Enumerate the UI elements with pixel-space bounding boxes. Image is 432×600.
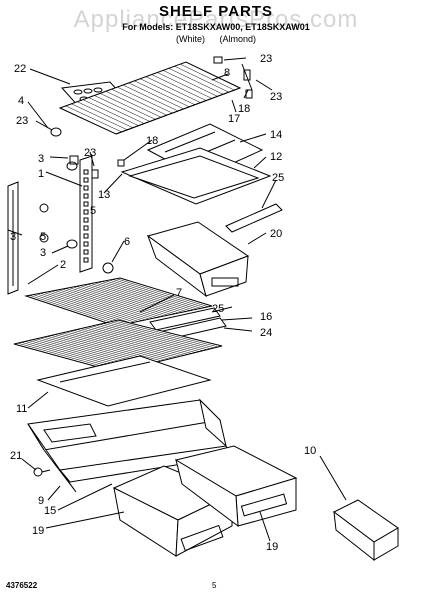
callout-23: 23 [260,53,272,65]
crisper-cover-part [36,355,212,407]
lower-wire-shelf-part [24,277,213,327]
callout-5: 5 [40,231,46,243]
leader-lines [7,57,347,542]
callout-14: 14 [270,129,282,141]
callout-labels: 22 23 8 4 18 23 17 23 14 18 3 23 12 1 25… [10,53,316,553]
callout-3: 3 [38,153,44,165]
callout-5: 5 [90,205,96,217]
variant-white-label: (White) [175,34,205,44]
callout-2: 2 [60,259,66,271]
callout-21: 21 [10,450,22,462]
variant-almond-label: (Almond) [219,34,257,44]
callout-19: 19 [266,541,278,553]
callout-23: 23 [16,115,28,127]
callout-10: 10 [304,445,316,457]
side-rail-part [7,161,114,295]
shelf-ladder-part [79,155,93,273]
top-wire-shelf-part [58,61,242,135]
screw-part [33,467,51,477]
callout-24: 24 [260,327,272,339]
color-variants: (White) (Almond) [0,34,432,44]
model-numbers: For Models: ET18SKXAW00, ET18SKXAW01 [122,22,310,32]
callout-6: 6 [124,236,130,248]
callout-23: 23 [84,147,96,159]
callout-11: 11 [16,403,27,415]
document-number: 4376522 [6,581,38,590]
dairy-bin-part [333,499,399,562]
callout-18: 18 [238,103,250,115]
bottom-wire-shelf-part [13,319,223,373]
deli-drawer-part [146,221,250,298]
trim-strip-upper [225,203,283,233]
page-title: SHELF PARTS [158,3,274,20]
callout-16: 16 [260,311,272,323]
page-number: 5 [212,581,217,590]
callout-25: 25 [272,172,284,184]
callout-3: 3 [10,231,16,243]
crisper-frame-part [27,398,233,493]
crisper-drawer-right [174,445,298,528]
shelf-frame-part [120,147,272,205]
callout-20: 20 [270,228,282,240]
callout-25: 25 [212,303,224,315]
callout-13: 13 [98,189,110,201]
callout-4: 4 [18,95,24,107]
callout-18: 18 [146,135,158,147]
callout-7: 7 [176,287,182,299]
callout-15: 15 [44,505,56,517]
callout-19: 19 [32,525,44,537]
callout-8: 8 [224,67,230,79]
callout-12: 12 [270,151,282,163]
callout-17: 17 [228,113,240,125]
callout-3: 3 [40,247,46,259]
callout-9: 9 [38,495,44,507]
callout-1: 1 [38,168,44,180]
callout-22: 22 [14,63,26,75]
callout-23: 23 [270,91,282,103]
